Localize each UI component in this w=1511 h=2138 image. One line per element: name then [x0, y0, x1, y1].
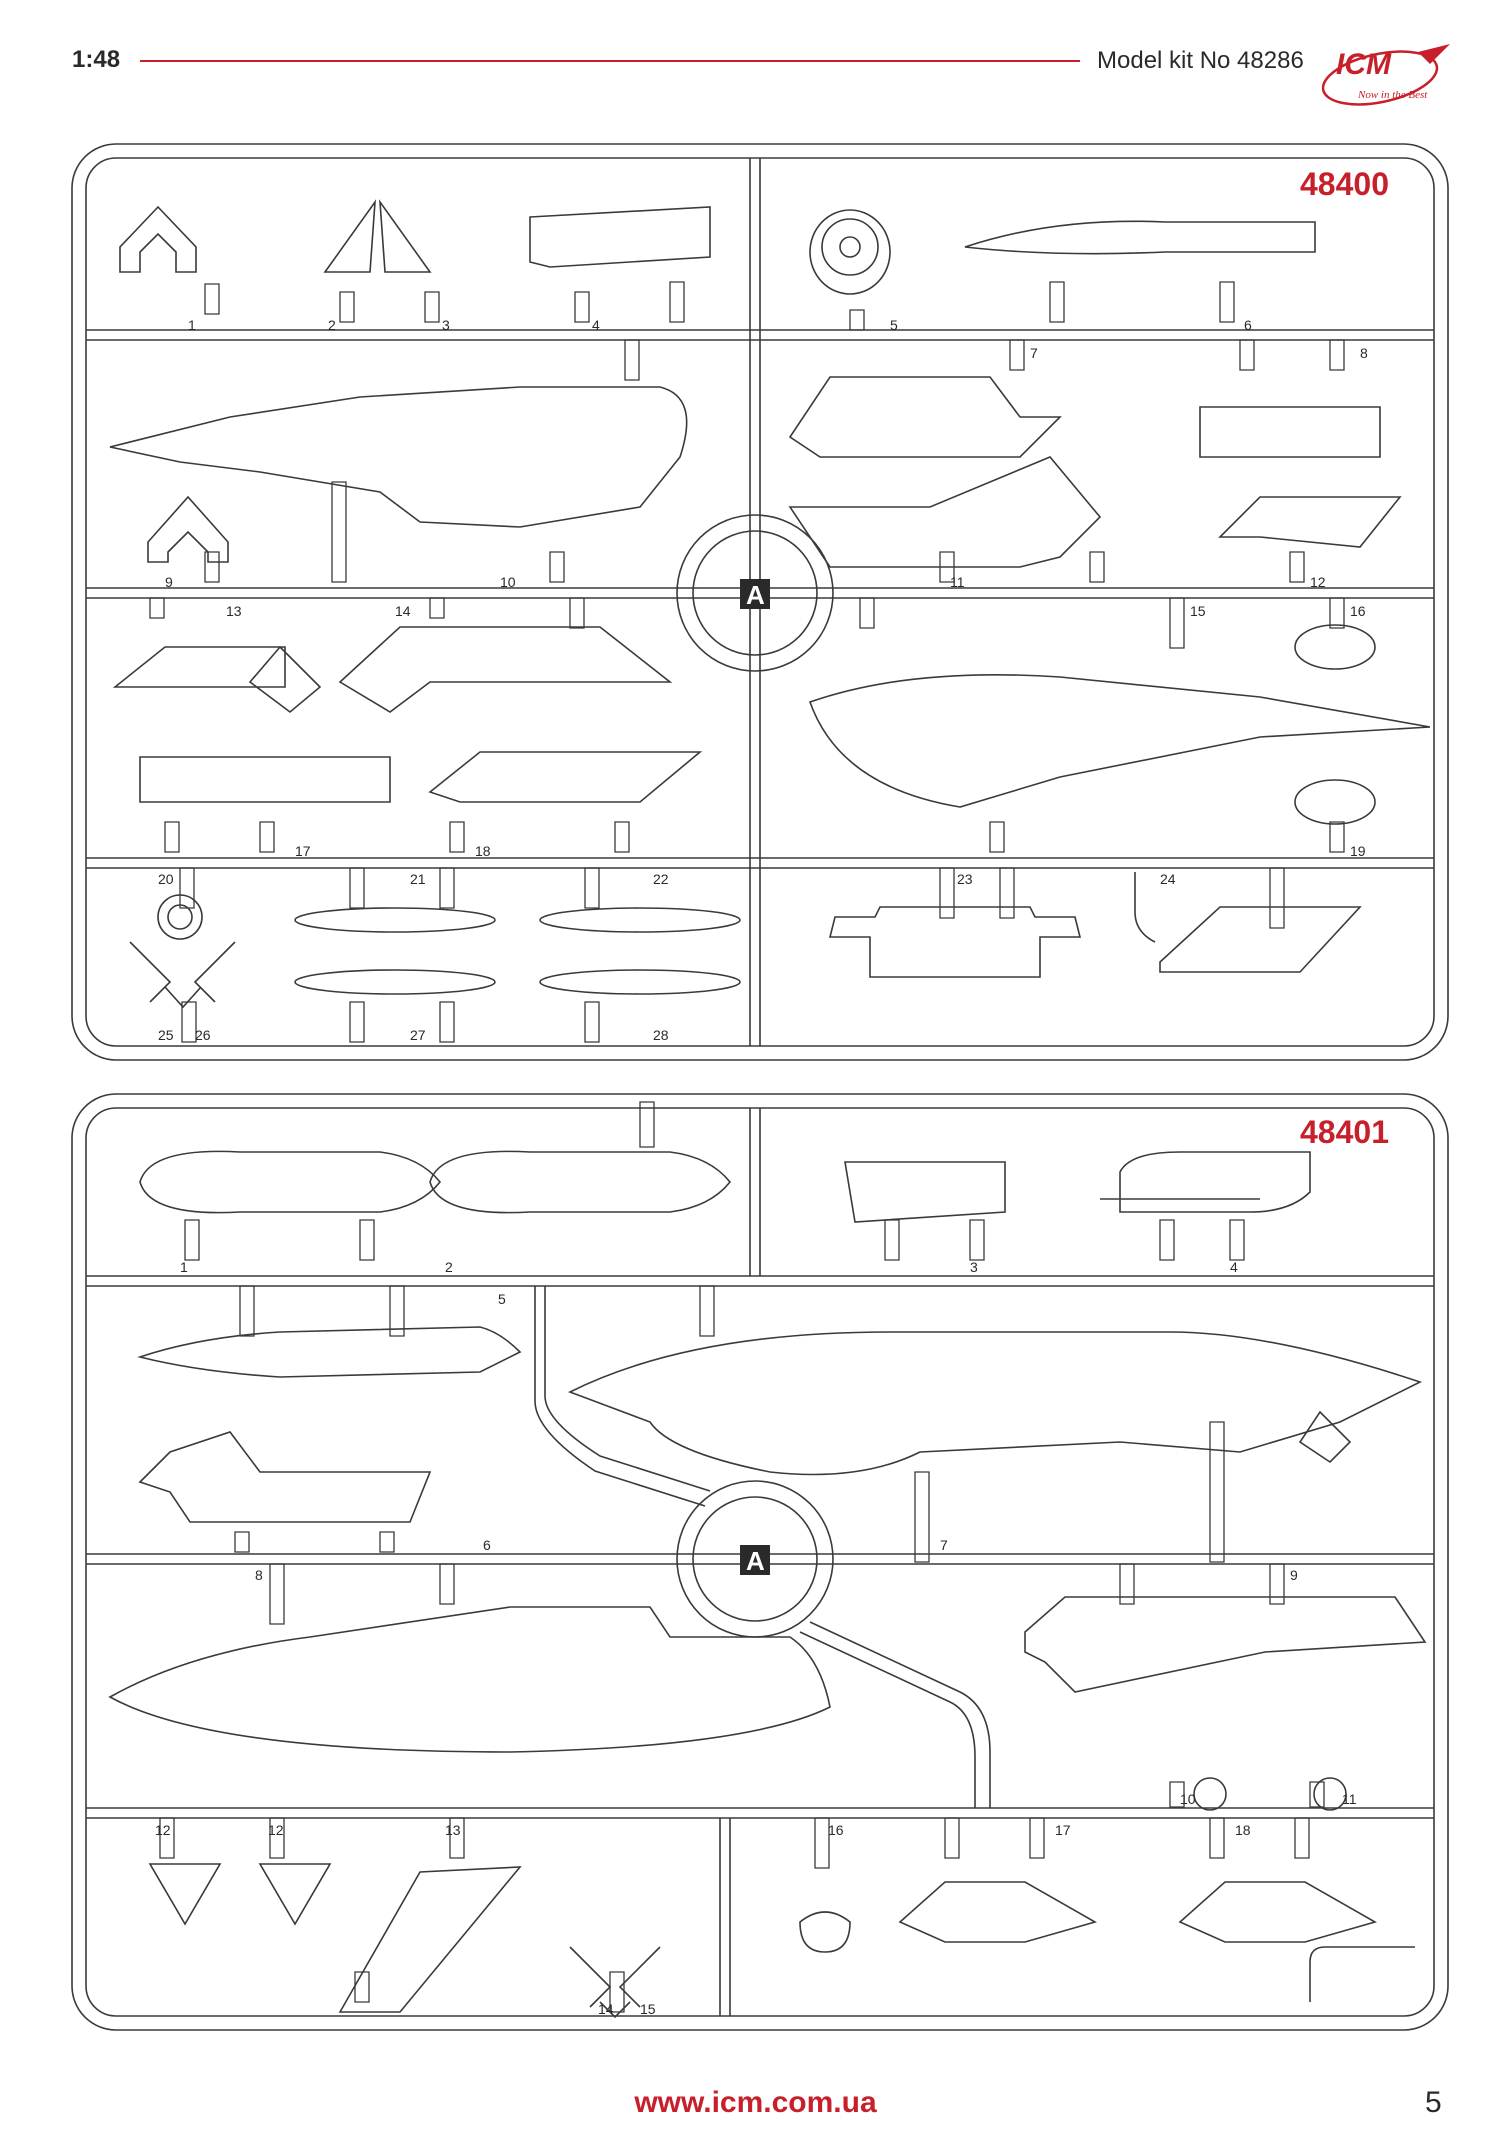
sprue-48401-drawing: 1 2 3 4 5 6 7 8 9 10 11 12 12 13 14 15 1…: [71, 1093, 1449, 2031]
part-9: 9: [165, 574, 173, 590]
part-6: 6: [1244, 317, 1252, 333]
sprue-code: 48401: [1300, 1114, 1389, 1150]
part-5: 5: [890, 317, 898, 333]
part-21: 21: [410, 871, 426, 887]
icm-logo: ICM Now in the Best: [1321, 44, 1450, 106]
svg-text:ICM: ICM: [1336, 48, 1392, 81]
part-11: 11: [950, 574, 965, 590]
part-25: 25: [158, 1027, 174, 1043]
part-7: 7: [940, 1537, 948, 1553]
part-15: 15: [1190, 603, 1206, 619]
sprue-48400: 1 2 3 4 5 7 6 8 9 10 11 12 13 14 15 16 1…: [70, 142, 1450, 1062]
page-number: 5: [1425, 2086, 1442, 2119]
part-5: 5: [498, 1291, 506, 1307]
part-14: 14: [598, 2001, 614, 2017]
part-27: 27: [410, 1027, 426, 1043]
sprue-code: 48400: [1300, 166, 1389, 202]
part-22: 22: [653, 871, 669, 887]
part-10: 10: [500, 574, 516, 590]
sprue-48400-drawing: 1 2 3 4 5 7 6 8 9 10 11 12 13 14 15 16 1…: [71, 143, 1449, 1061]
part-8: 8: [1360, 345, 1368, 361]
part-16: 16: [828, 1822, 844, 1838]
part-16: 16: [1350, 603, 1366, 619]
part-12: 12: [1310, 574, 1326, 590]
part-1: 1: [180, 1259, 188, 1275]
part-2: 2: [445, 1259, 453, 1275]
part-15: 15: [640, 2001, 656, 2017]
part-14: 14: [395, 603, 411, 619]
part-12: 12: [155, 1822, 171, 1838]
part-13: 13: [226, 603, 242, 619]
part-12b: 12: [268, 1822, 284, 1838]
part-26: 26: [195, 1027, 211, 1043]
part-9: 9: [1290, 1567, 1298, 1583]
sprue-letter: A: [746, 1546, 765, 1576]
part-4: 4: [1230, 1259, 1238, 1275]
part-18: 18: [1235, 1822, 1251, 1838]
part-3: 3: [970, 1259, 978, 1275]
part-23: 23: [957, 871, 973, 887]
part-17: 17: [295, 843, 311, 859]
part-4: 4: [592, 317, 600, 333]
sprue-letter: A: [746, 580, 765, 610]
kit-number: Model kit No 48286: [1097, 47, 1304, 74]
part-17: 17: [1055, 1822, 1071, 1838]
footer-url[interactable]: www.icm.com.ua: [634, 2086, 877, 2119]
part-7: 7: [1030, 345, 1038, 361]
part-19: 19: [1350, 843, 1366, 859]
part-13: 13: [445, 1822, 461, 1838]
part-20: 20: [158, 871, 174, 887]
header-rule: [140, 60, 1080, 62]
sprue-48401: 1 2 3 4 5 6 7 8 9 10 11 12 12 13 14 15 1…: [70, 1092, 1450, 2032]
part-10: 10: [1180, 1791, 1196, 1807]
part-3: 3: [442, 317, 450, 333]
scale-label: 1:48: [72, 46, 121, 73]
part-18: 18: [475, 843, 491, 859]
part-11: 11: [1342, 1791, 1357, 1807]
part-6: 6: [483, 1537, 491, 1553]
part-28: 28: [653, 1027, 669, 1043]
part-8: 8: [255, 1567, 263, 1583]
part-24: 24: [1160, 871, 1176, 887]
svg-text:Now in the Best: Now in the Best: [1357, 89, 1428, 101]
part-1: 1: [188, 317, 196, 333]
part-2: 2: [328, 317, 336, 333]
